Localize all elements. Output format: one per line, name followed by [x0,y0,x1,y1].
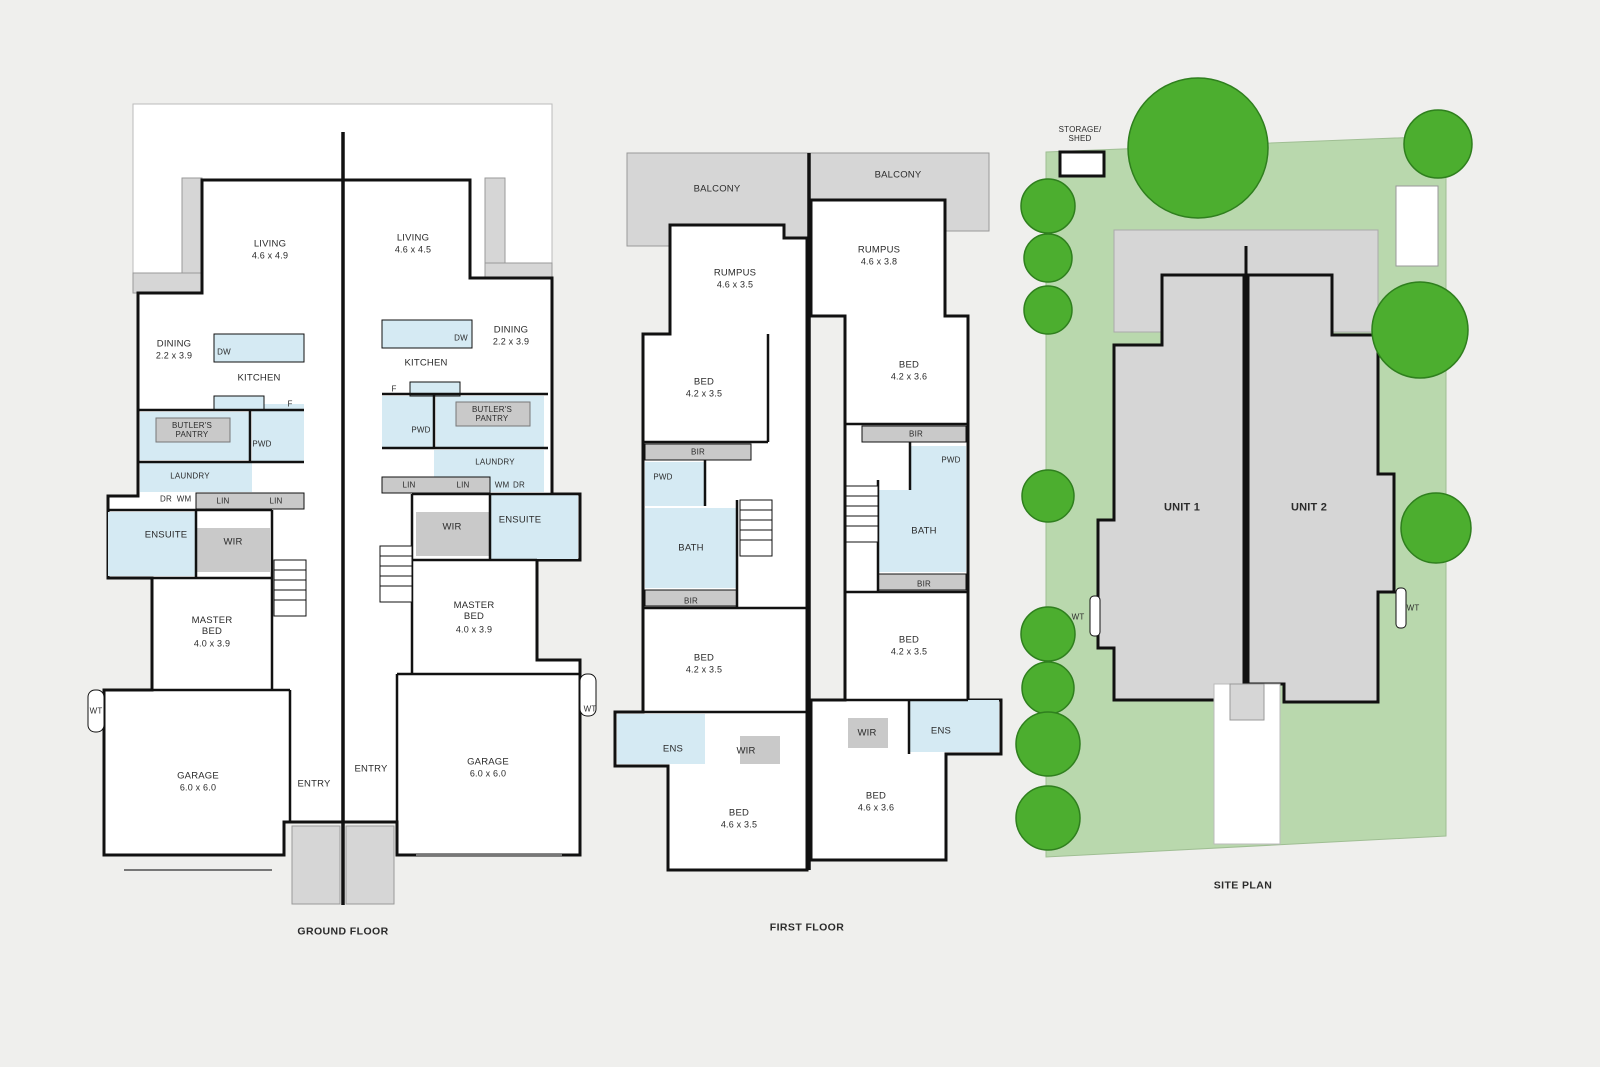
first-floor-plan [613,152,1003,872]
master-bed-right-dim: 4.0 x 3.9 [455,624,493,635]
first-floor-title: FIRST FLOOR [769,921,845,934]
bed2-left-dim: 4.2 x 3.5 [685,664,723,675]
living-left-dim: 4.6 x 4.9 [251,250,289,261]
tree-icon [1023,233,1073,283]
tree-icon [1021,661,1075,715]
garage-left-dim: 6.0 x 6.0 [179,782,217,793]
powder-right-label: PWD [411,425,431,435]
bed3-right-label: BED [865,790,887,802]
washer-right-label: WM [494,480,510,490]
ens-left-label: ENS [662,743,684,755]
bir-2-right-label: BIR [917,579,931,589]
unit-1-label: UNIT 1 [1163,501,1201,514]
rumpus-left-label: RUMPUS [713,267,757,279]
ensuite-right-label: ENSUITE [498,514,542,526]
garage-right-dim: 6.0 x 6.0 [469,768,507,779]
ens-right-label: ENS [930,725,952,737]
bed2-right-dim: 4.2 x 3.5 [890,646,928,657]
dining-right-label: DINING [493,324,529,336]
living-left-label: LIVING [253,238,287,250]
ensuite-left-label: ENSUITE [144,529,188,541]
bed1-right-dim: 4.2 x 3.6 [890,371,928,382]
garage-right-label: GARAGE [467,756,509,768]
linen-right-2-label: LIN [456,480,470,490]
dining-right-dim: 2.2 x 3.9 [492,336,530,347]
tree-icon [1021,469,1075,523]
living-right-dim: 4.6 x 4.5 [394,244,432,255]
garage-left-label: GARAGE [177,770,219,782]
tree-icon [1400,492,1472,564]
fridge-right-label: F [391,384,397,394]
balcony-left-label: BALCONY [693,183,741,195]
master-bed-left-label: MASTER BED [191,615,233,637]
tree-icon [1023,285,1073,335]
storage-shed-label: STORAGE/ SHED [1058,125,1102,143]
dining-left-label: DINING [156,338,192,350]
rumpus-right-dim: 4.6 x 3.8 [860,256,898,267]
bed3-left-label: BED [728,807,750,819]
tree-icon [1015,711,1081,777]
entry-left-label: ENTRY [297,778,331,790]
rumpus-left-dim: 4.6 x 3.5 [716,279,754,290]
water-tank-ground-left-label: WT [89,706,103,716]
wir-first-left-label: WIR [736,745,756,757]
site-plan [1015,77,1473,858]
bir-2-left-label: BIR [684,596,698,606]
rumpus-right-label: RUMPUS [857,244,901,256]
bir-1-right-label: BIR [909,429,923,439]
water-tank-site-left-label: WT [1071,612,1085,622]
water-tank-site-right-label: WT [1406,603,1420,613]
fridge-left-label: F [287,399,293,409]
tree-icon [1020,606,1076,662]
bed3-left-dim: 4.6 x 3.5 [720,819,758,830]
unit-2-label: UNIT 2 [1290,501,1328,514]
ground-floor-plan [87,103,597,905]
tree-icon [1020,178,1076,234]
ground-floor-title: GROUND FLOOR [297,925,389,938]
wir-first-right-label: WIR [857,727,877,739]
butlers-pantry-left-label: BUTLER'S PANTRY [171,421,213,439]
master-bed-left-dim: 4.0 x 3.9 [193,638,231,649]
water-tank-ground-right-label: WT [583,704,597,714]
laundry-left-label: LAUNDRY [170,471,210,481]
dryer-left-label: DR [160,494,172,504]
tree-icon [1403,109,1473,179]
butlers-pantry-right-label: BUTLER'S PANTRY [471,405,513,423]
tree-icon [1371,281,1469,379]
dw-left-label: DW [217,347,231,357]
bed2-left-label: BED [693,652,715,664]
master-bed-right-label: MASTER BED [453,600,495,622]
linen-right-1-label: LIN [402,480,416,490]
living-right-label: LIVING [396,232,430,244]
powder-first-left-label: PWD [653,472,673,482]
kitchen-right-label: KITCHEN [404,357,448,369]
kitchen-left-label: KITCHEN [237,372,281,384]
dryer-right-label: DR [513,480,525,490]
bir-1-left-label: BIR [691,447,705,457]
balcony-right-label: BALCONY [874,169,922,181]
bed1-left-label: BED [693,376,715,388]
wir-ground-right-label: WIR [442,521,462,533]
site-plan-title: SITE PLAN [1213,879,1273,892]
linen-left-1-label: LIN [216,496,230,506]
bed1-left-dim: 4.2 x 3.5 [685,388,723,399]
washer-left-label: WM [176,494,192,504]
linen-left-2-label: LIN [269,496,283,506]
wir-ground-left-label: WIR [223,536,243,548]
powder-left-label: PWD [252,439,272,449]
dw-right-label: DW [454,333,468,343]
laundry-right-label: LAUNDRY [475,457,515,467]
bath-left-label: BATH [678,542,704,554]
powder-first-right-label: PWD [941,455,961,465]
tree-icon [1015,785,1081,851]
bath-right-label: BATH [911,525,937,537]
bed2-right-label: BED [898,634,920,646]
bed3-right-dim: 4.6 x 3.6 [857,802,895,813]
dining-left-dim: 2.2 x 3.9 [155,350,193,361]
entry-right-label: ENTRY [354,763,388,775]
large-tree-icon [1127,77,1269,219]
bed1-right-label: BED [898,359,920,371]
